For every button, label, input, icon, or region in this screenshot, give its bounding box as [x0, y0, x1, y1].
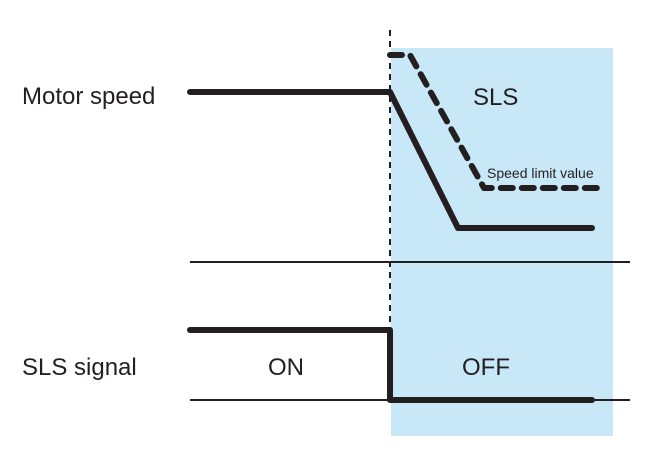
signal-on-label: ON [268, 354, 304, 381]
sls-region-shading [391, 48, 613, 436]
sls-signal-line [187, 327, 595, 403]
motor-speed-label: Motor speed [22, 83, 155, 110]
signal-off-label: OFF [462, 354, 510, 381]
motor-speed-line [187, 89, 595, 231]
speed-limit-dashed-line [387, 52, 601, 191]
sls-signal-label: SLS signal [22, 354, 137, 381]
sls-region-label: SLS [473, 84, 518, 111]
speed-limit-value-label: Speed limit value [487, 165, 594, 181]
